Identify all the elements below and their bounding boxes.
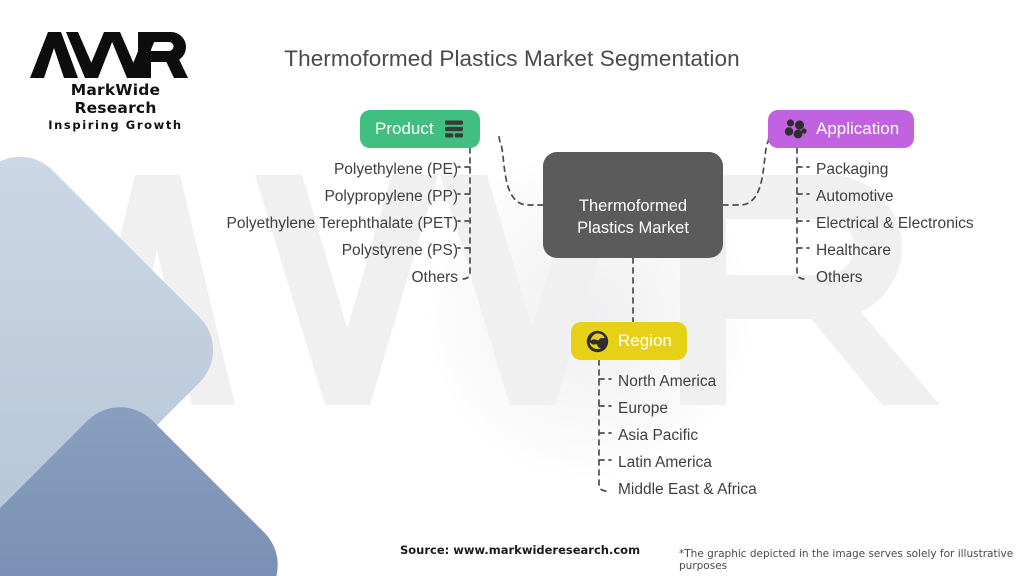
- center-node-line2: Plastics Market: [577, 219, 689, 238]
- branch-label-region: Region: [618, 331, 672, 350]
- branch-list-region: North America Europe Asia Pacific Latin …: [618, 368, 757, 503]
- page-title: Thermoformed Plastics Market Segmentatio…: [284, 46, 740, 71]
- center-node-line1: Thermoformed: [578, 197, 688, 216]
- list-item[interactable]: Others: [816, 269, 863, 286]
- list-item[interactable]: Polypropylene (PP): [324, 188, 458, 205]
- branch-list-product: Polyethylene (PE) Polypropylene (PP) Pol…: [227, 156, 459, 291]
- branch-label-application: Application: [816, 119, 900, 138]
- spine-application: [796, 147, 806, 280]
- mwr-monogram-icon: [30, 32, 188, 78]
- branch-badge-application[interactable]: Application: [768, 110, 915, 148]
- disclaimer-text: *The graphic depicted in the image serve…: [679, 548, 1014, 572]
- logo-tagline: Inspiring Growth: [48, 118, 183, 132]
- list-item[interactable]: Polystyrene (PS): [341, 242, 458, 259]
- list-item[interactable]: Latin America: [618, 454, 712, 471]
- connector-center-product: [497, 131, 544, 206]
- connector-center-application: [722, 131, 771, 206]
- globe-icon: [586, 330, 609, 353]
- source-text[interactable]: Source: www.markwideresearch.com: [400, 543, 641, 557]
- branch-list-application: Packaging Automotive Electrical & Electr…: [816, 156, 974, 291]
- branch-badge-product[interactable]: Product: [360, 110, 480, 148]
- branch-label-product: Product: [375, 119, 434, 138]
- spine-product: [461, 147, 471, 280]
- list-item[interactable]: Healthcare: [816, 242, 891, 259]
- list-item[interactable]: Asia Pacific: [618, 427, 699, 444]
- logo-company-name: MarkWide Research: [70, 81, 161, 117]
- list-item[interactable]: Middle East & Africa: [618, 481, 757, 498]
- list-item[interactable]: Others: [411, 269, 458, 286]
- spine-region: [598, 359, 608, 492]
- brand-logo: MarkWide Research Inspiring Growth: [28, 30, 203, 132]
- list-item[interactable]: Packaging: [816, 161, 889, 178]
- list-item[interactable]: Electrical & Electronics: [816, 215, 974, 232]
- list-item[interactable]: North America: [618, 373, 717, 390]
- server-stack-icon: [443, 118, 465, 140]
- cluster-nodes-icon: [783, 118, 807, 140]
- list-item[interactable]: Polyethylene (PE): [333, 161, 458, 178]
- center-node[interactable]: Thermoformed Plastics Market: [543, 152, 723, 258]
- list-item[interactable]: Europe: [618, 400, 668, 417]
- list-item[interactable]: Polyethylene Terephthalate (PET): [226, 215, 459, 232]
- list-item[interactable]: Automotive: [816, 188, 894, 205]
- branch-badge-region[interactable]: Region: [571, 322, 687, 360]
